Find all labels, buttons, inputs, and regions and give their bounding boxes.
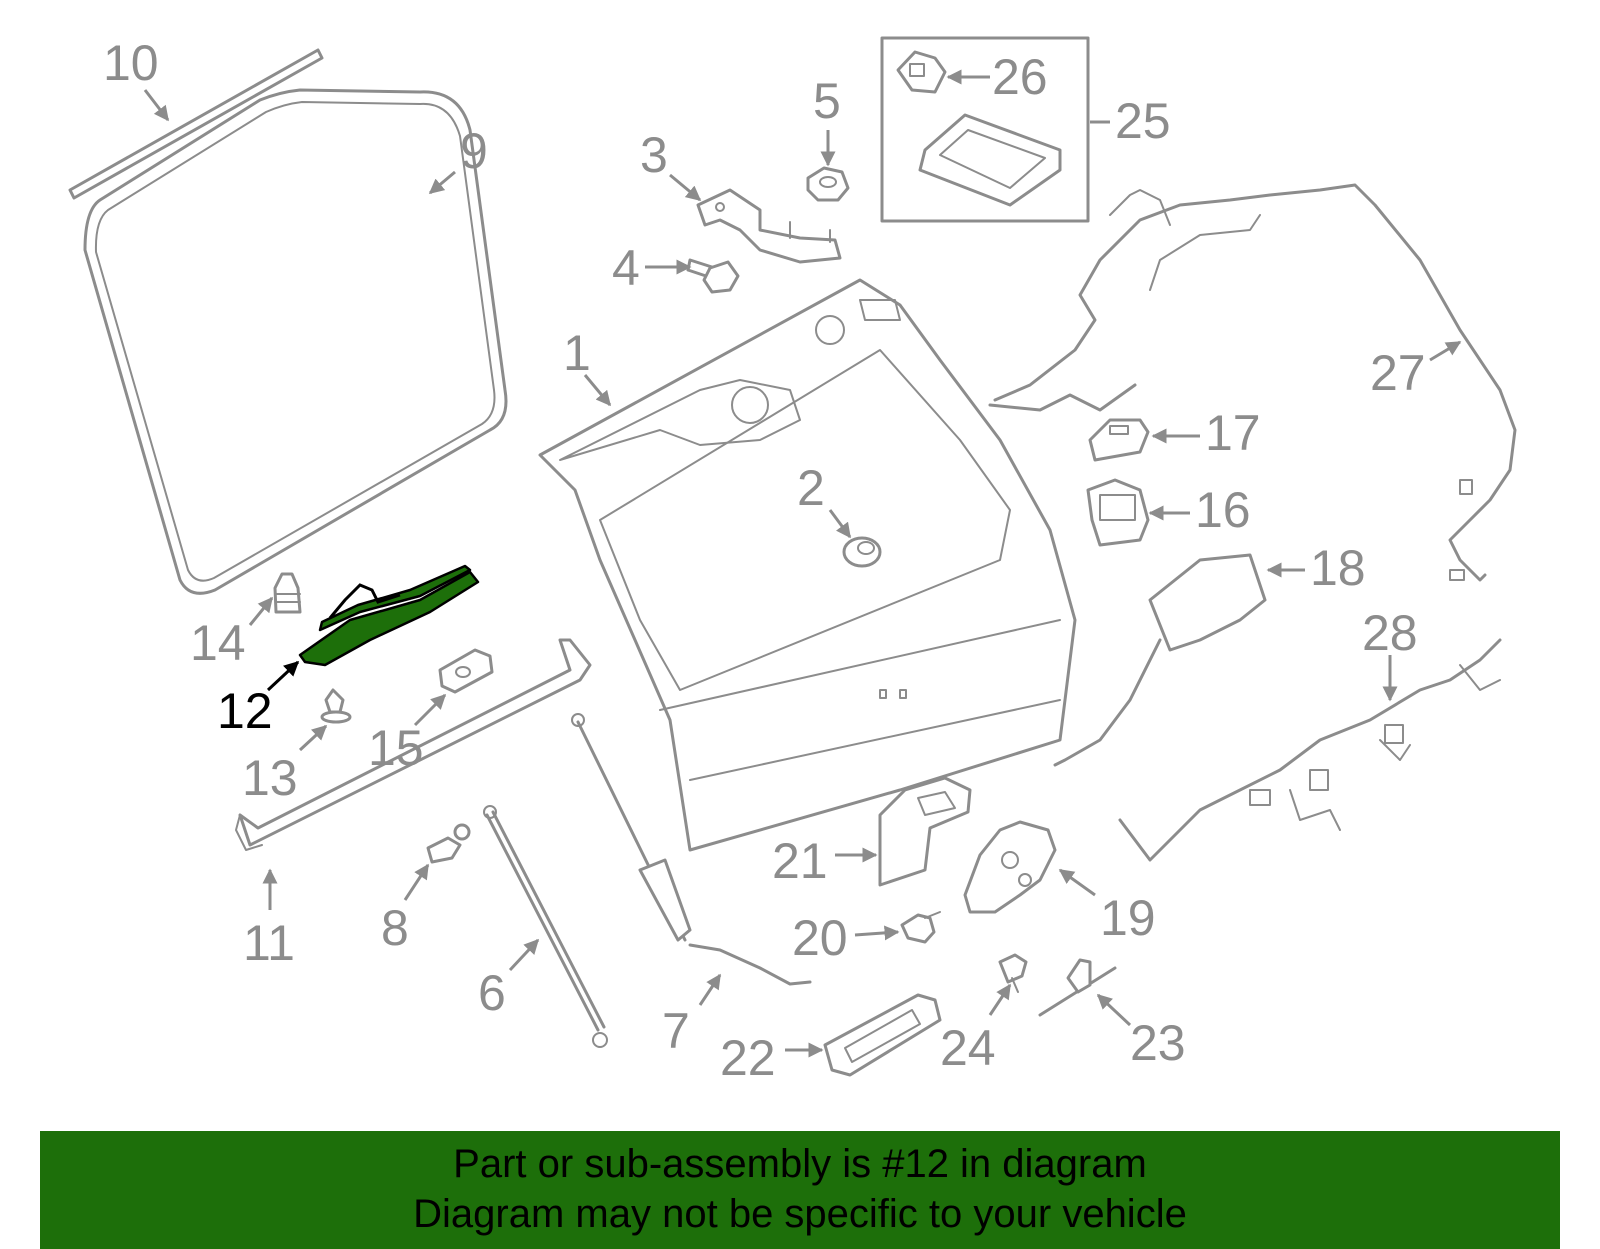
part-27-wiring-harness: [988, 183, 1517, 582]
banner-line-1: Part or sub-assembly is #12 in diagram: [453, 1142, 1147, 1186]
part-23-clip: [1038, 958, 1117, 1017]
callout-18: 18: [1310, 540, 1366, 596]
part-26-camera: [896, 50, 947, 94]
part-16-switch: [1086, 478, 1150, 547]
callout-20: 20: [792, 910, 848, 966]
leader-lines: [143, 69, 1462, 1058]
callout-7: 7: [662, 1003, 690, 1059]
banner-line-2: Diagram may not be specific to your vehi…: [413, 1192, 1187, 1236]
part-19-latch: [963, 820, 1057, 914]
callout-28: 28: [1362, 605, 1418, 661]
callout-24: 24: [940, 1020, 996, 1076]
info-banner: Part or sub-assembly is #12 in diagram D…: [40, 1131, 1560, 1249]
part-24-clip: [998, 953, 1028, 993]
part-3-hinge: [696, 188, 842, 264]
part-1-liftgate-panel: [538, 278, 1077, 852]
part-21-bracket: [878, 776, 972, 887]
part-10-weatherstrip: [68, 48, 324, 200]
part-22-handle: [823, 993, 942, 1077]
callout-10: 10: [103, 35, 159, 91]
part-15-connector: [438, 648, 494, 694]
callout-23: 23: [1130, 1015, 1186, 1071]
part-6-gas-strut: [483, 805, 608, 1048]
callout-6: 6: [478, 965, 506, 1021]
callout-27: 27: [1370, 345, 1426, 401]
callout-13: 13: [242, 750, 298, 806]
callout-15: 15: [368, 720, 424, 776]
callout-2: 2: [797, 460, 825, 516]
callout-11: 11: [243, 915, 295, 971]
callout-8: 8: [381, 900, 409, 956]
part-13-push-pin: [320, 688, 352, 724]
callout-5: 5: [813, 73, 841, 129]
part-11-strip: [235, 638, 592, 851]
callout-9: 9: [460, 123, 488, 179]
callout-16: 16: [1195, 482, 1251, 538]
part-14-clip: [273, 572, 302, 614]
callout-25: 25: [1115, 93, 1171, 149]
callout-26: 26: [992, 49, 1048, 105]
part-5-nut: [806, 166, 850, 202]
part-2-plug: [842, 536, 882, 568]
part-9-liftgate-seal: [83, 88, 508, 595]
callout-3: 3: [640, 127, 668, 183]
callout-1: 1: [563, 325, 591, 381]
callout-21: 21: [772, 833, 828, 889]
callout-17: 17: [1205, 405, 1261, 461]
part-12-highlighted-module: [298, 564, 480, 667]
part-17-bracket: [1088, 418, 1150, 462]
part-8-ball-stud: [426, 823, 471, 864]
part-25-camera-assembly: [880, 36, 1090, 223]
leader-12: [266, 660, 300, 692]
part-28-harness: [1118, 638, 1502, 862]
part-18-latch: [1053, 553, 1267, 767]
callout-19: 19: [1100, 890, 1156, 946]
callout-14: 14: [190, 615, 246, 671]
callout-12: 12: [217, 683, 273, 739]
callout-22: 22: [720, 1030, 776, 1086]
callout-4: 4: [612, 240, 640, 296]
part-20-bolt: [900, 911, 941, 944]
part-4-bolt: [686, 258, 740, 294]
part-7-power-strut: [571, 713, 812, 986]
